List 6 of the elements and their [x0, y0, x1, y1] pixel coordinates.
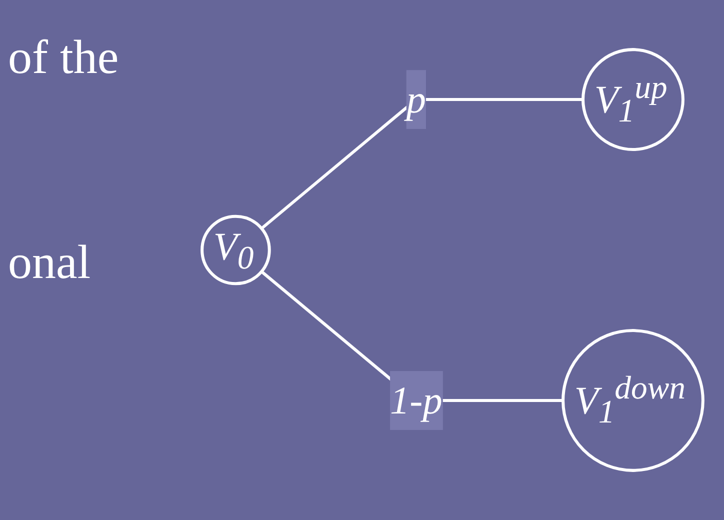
- edge-label: p: [406, 70, 426, 129]
- connector-line: [260, 98, 583, 230]
- edge-label: 1-p: [390, 371, 442, 430]
- ellipse-node: V$_{0}$: [200, 214, 271, 286]
- slide-text: onal: [8, 235, 92, 290]
- slide-text: of the: [8, 30, 120, 85]
